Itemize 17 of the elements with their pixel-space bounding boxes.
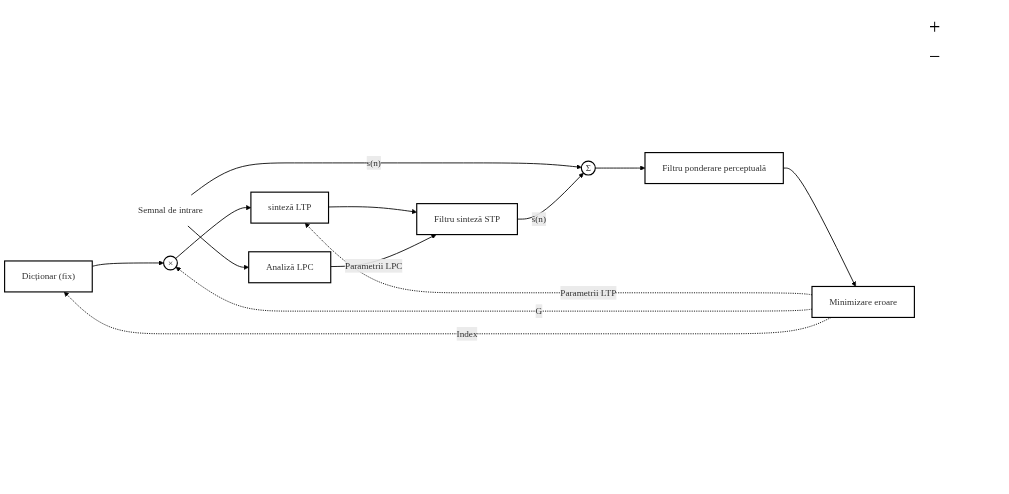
node-box: Filtru sinteză STP <box>416 203 518 236</box>
node-box: Minimizare eroare <box>811 286 915 319</box>
edge-label: Parametrii LPC <box>345 261 403 271</box>
node-box: Filtru ponderare perceptuală <box>644 152 784 185</box>
edge-label: s(n) <box>366 158 381 168</box>
sign-label: + <box>929 16 942 39</box>
node-box: Dicționar (fix) <box>4 260 93 293</box>
sign-label: − <box>929 45 942 68</box>
node-box: Analiză LPC <box>248 251 332 284</box>
node-text: Semnal de intrare <box>138 205 203 216</box>
node-circle: × <box>163 255 178 271</box>
node-circle: Σ <box>580 160 596 176</box>
node-box: sinteză LTP <box>250 191 330 225</box>
edge-label: ŝ(n) <box>531 214 547 225</box>
edge-label: Index <box>456 329 478 339</box>
edge-label: Parametrii LTP <box>560 288 617 298</box>
edge-label: G <box>535 306 543 317</box>
